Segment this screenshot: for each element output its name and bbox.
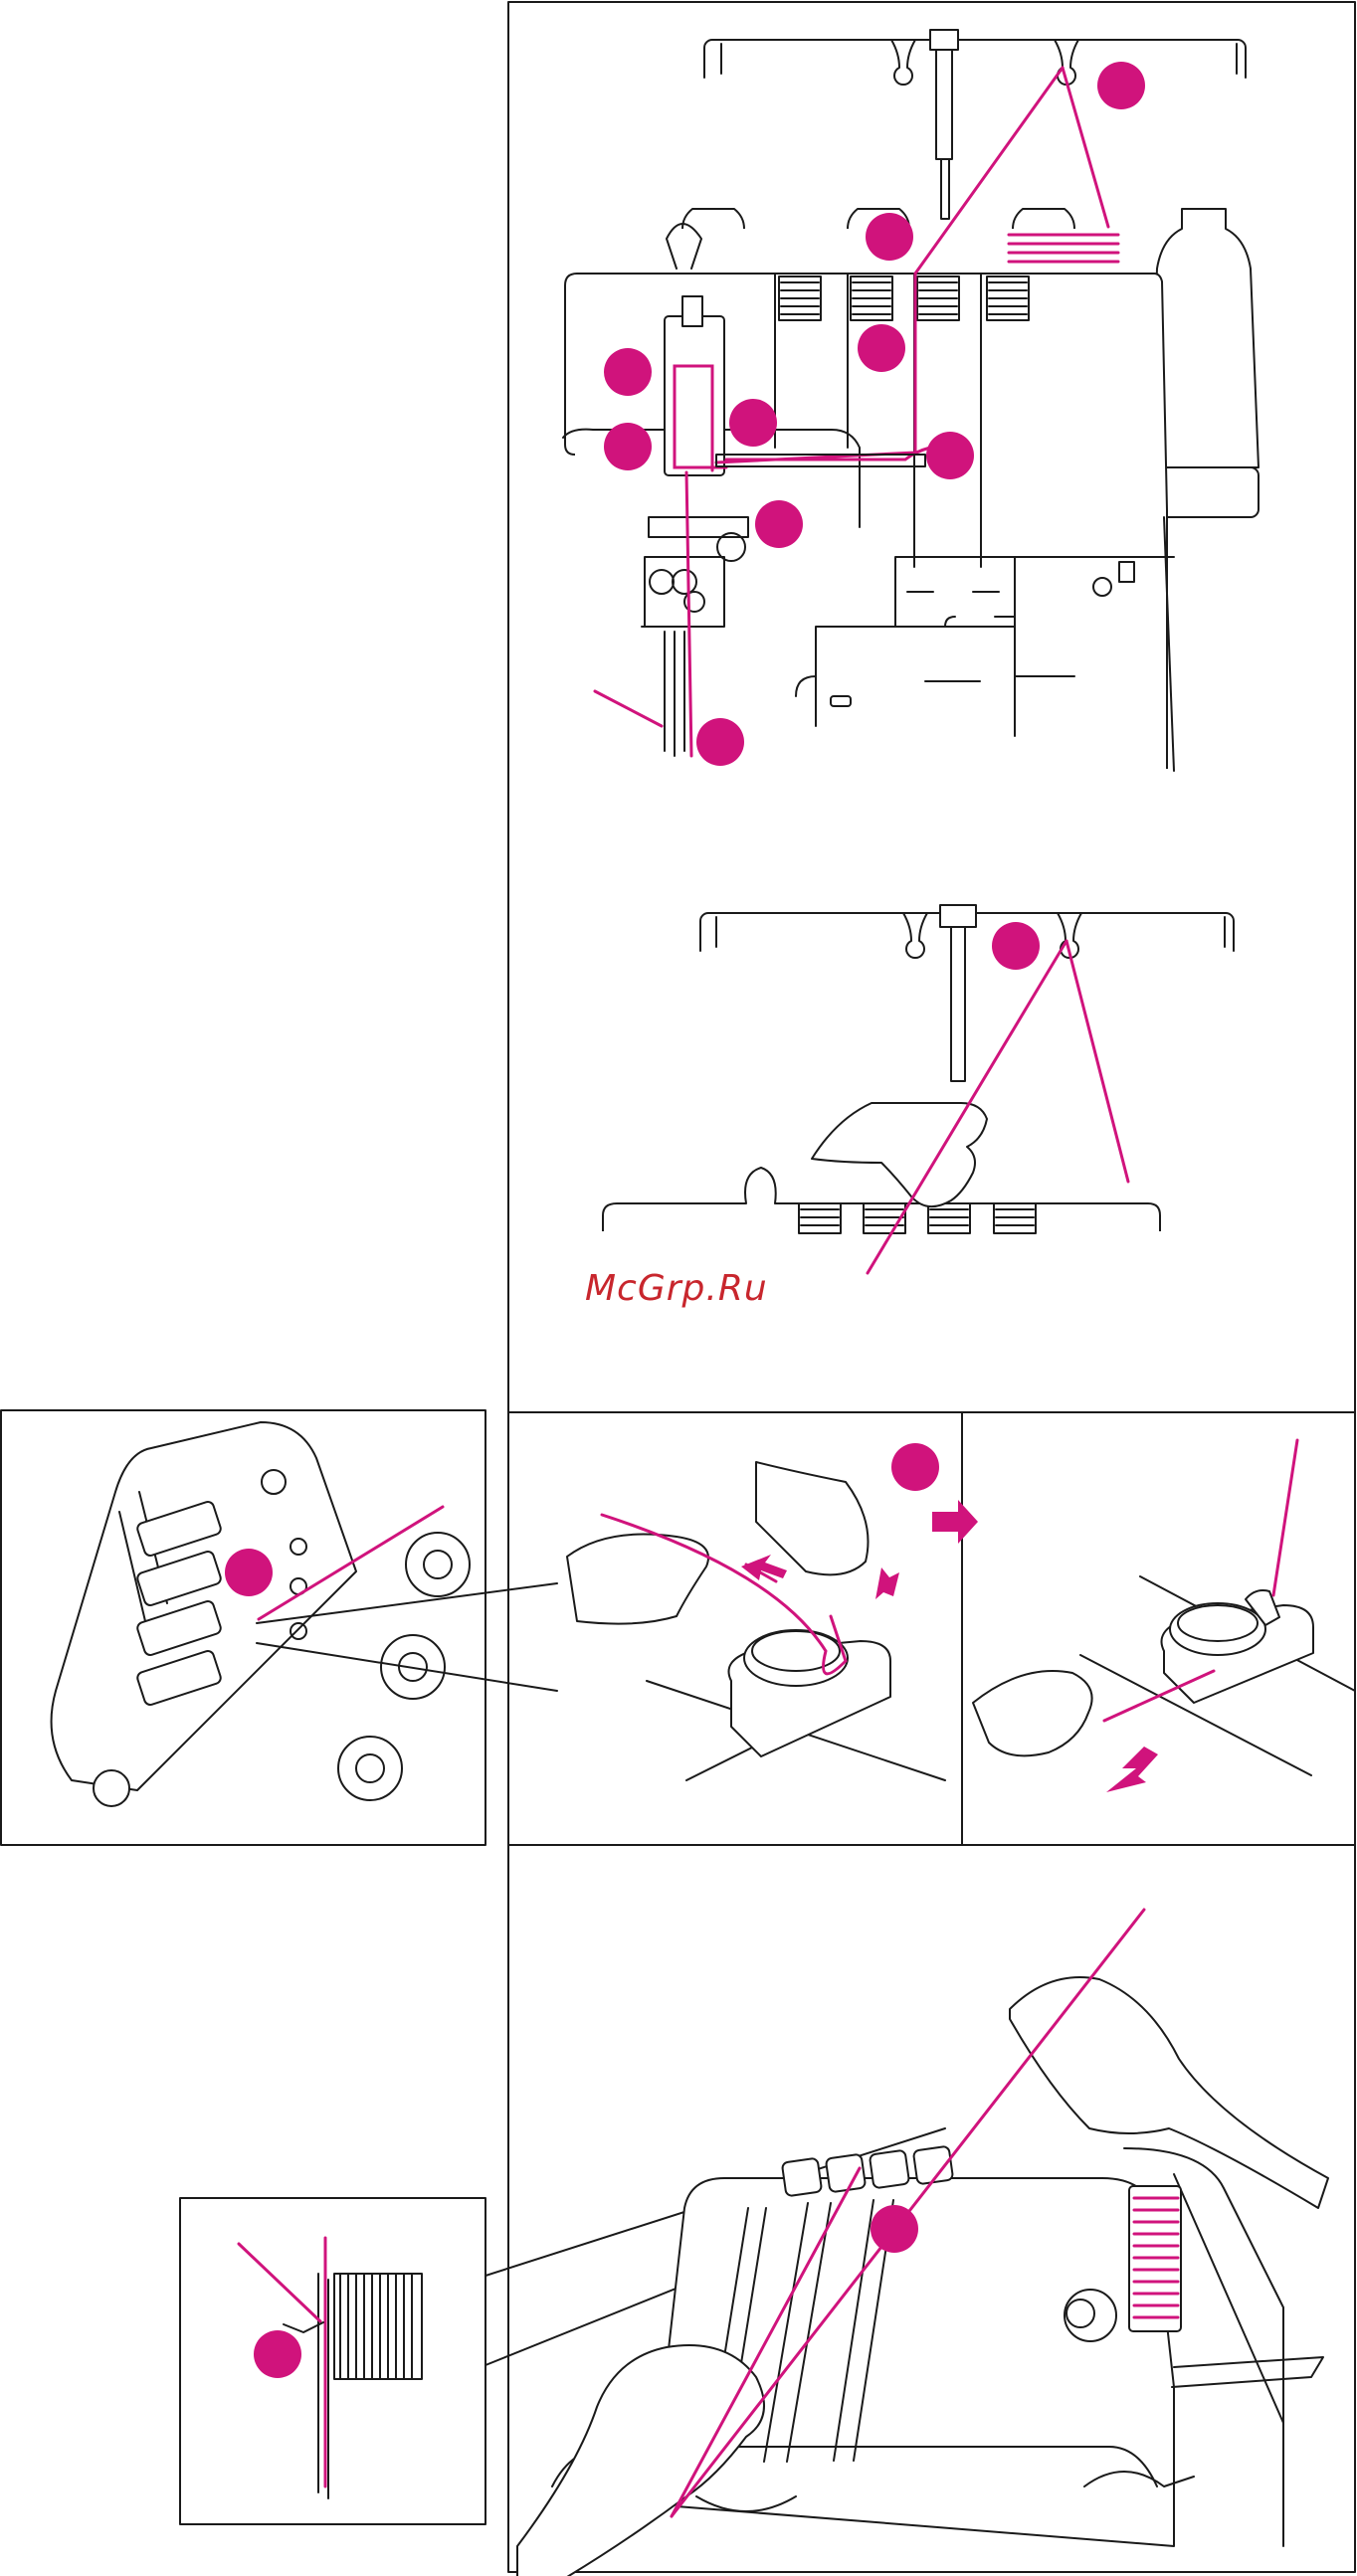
panel-tension-detail-zoom bbox=[52, 1422, 557, 1806]
watermark-text: McGrp.Ru bbox=[585, 1268, 768, 1309]
arrow-icon bbox=[1106, 1747, 1158, 1792]
arrow-icon bbox=[875, 1567, 899, 1599]
arrow-icon bbox=[932, 1500, 978, 1544]
step-marker bbox=[604, 423, 652, 470]
panel-thread-guide-pole: McGrp.Ru bbox=[585, 905, 1234, 1309]
step-marker bbox=[225, 1549, 273, 1596]
step-marker bbox=[866, 213, 913, 261]
lower-detail-frame bbox=[180, 2198, 485, 2524]
panel-threading-overview bbox=[563, 30, 1259, 771]
hand-icon bbox=[756, 1462, 869, 1574]
hand-icon bbox=[517, 2345, 764, 2576]
panel-front-threading-hands bbox=[517, 1910, 1328, 2576]
step-marker bbox=[729, 399, 777, 447]
panel-tension-disc-pull bbox=[932, 1440, 1355, 1792]
arrow-icon bbox=[741, 1555, 787, 1580]
hand-icon bbox=[973, 1671, 1092, 1755]
step-marker bbox=[254, 2330, 301, 2378]
step-marker bbox=[992, 922, 1040, 970]
hand-icon bbox=[1010, 1977, 1328, 2208]
step-marker bbox=[871, 2205, 918, 2253]
step-marker bbox=[858, 324, 905, 372]
step-marker bbox=[891, 1443, 939, 1491]
panel-tension-disc-threading bbox=[567, 1443, 945, 1780]
step-marker bbox=[1097, 62, 1145, 109]
step-marker bbox=[604, 348, 652, 396]
step-marker bbox=[755, 500, 803, 548]
step-marker bbox=[926, 432, 974, 479]
step-marker bbox=[696, 718, 744, 766]
